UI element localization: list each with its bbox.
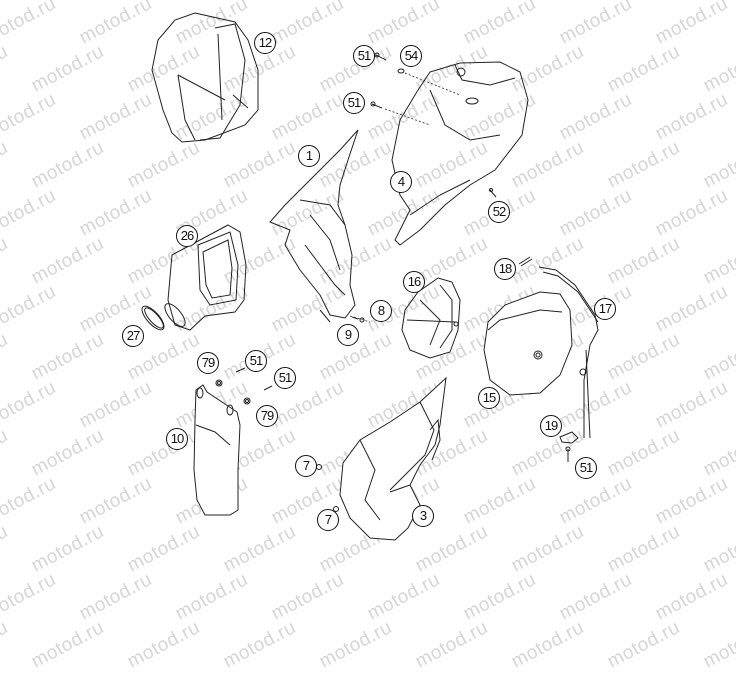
callout-18: 18: [494, 258, 516, 280]
watermark-text: motod.ru: [268, 568, 348, 625]
watermark-text: motod.ru: [220, 616, 300, 673]
callout-51: 51: [245, 350, 267, 372]
callout-4: 4: [390, 171, 412, 193]
callout-26: 26: [176, 225, 198, 247]
watermark-text: motod.ru: [364, 568, 444, 625]
part-17-bracket-icon: [538, 266, 599, 439]
watermark-text: motod.ru: [604, 616, 684, 673]
callout-51: 51: [353, 45, 375, 67]
callout-10: 10: [166, 428, 188, 450]
callout-19: 19: [540, 415, 562, 437]
callout-52: 52: [488, 201, 510, 223]
screw-8-washer-9-icon: [349, 315, 371, 323]
callout-1: 1: [298, 145, 320, 167]
grommets-79-screws-51-icon: [215, 367, 273, 405]
screw-hardware-top-icon: [370, 52, 461, 126]
part-10-mudguard-insert-icon: [193, 384, 241, 516]
part-27-hose-clamp-icon: [141, 305, 165, 331]
watermark-text: motod.ru: [0, 568, 60, 625]
callout-27: 27: [122, 325, 144, 347]
watermark-text: motod.ru: [652, 568, 732, 625]
callout-8: 8: [370, 300, 392, 322]
callout-79: 79: [256, 405, 278, 427]
watermark-text: motod.ru: [508, 616, 588, 673]
part-3-side-cover-icon: [339, 376, 447, 541]
watermark-text: motod.ru: [700, 616, 736, 673]
part-16-filter-cage-icon: [401, 277, 461, 359]
watermark-text: motod.ru: [172, 568, 252, 625]
callout-7: 7: [295, 455, 317, 477]
part-15-air-filter-icon: [483, 291, 573, 396]
watermark-text: motod.ru: [412, 616, 492, 673]
callout-17: 17: [594, 298, 616, 320]
part-19-clip-icon: [559, 431, 579, 462]
nuts-7-icon: [316, 464, 339, 512]
callout-16: 16: [403, 271, 425, 293]
part-12-filter-sock-icon: [151, 12, 259, 143]
part-18-pin-icon: [518, 256, 533, 267]
parts-drawing: [141, 12, 599, 541]
watermark-text: motod.ru: [28, 616, 108, 673]
callout-12: 12: [254, 32, 276, 54]
callout-54: 54: [400, 45, 422, 67]
callout-9: 9: [337, 324, 359, 346]
callout-3: 3: [412, 505, 434, 527]
callout-51: 51: [343, 92, 365, 114]
watermark-text: motod.ru: [76, 568, 156, 625]
callout-79: 79: [197, 352, 219, 374]
part-4-airbox-lid-icon: [391, 61, 529, 246]
part-1-airbox-icon: [269, 129, 359, 323]
callout-51: 51: [274, 367, 296, 389]
callout-15: 15: [478, 387, 500, 409]
watermark-text: motod.ru: [124, 616, 204, 673]
callout-7: 7: [317, 509, 339, 531]
watermark-text: motod.ru: [0, 616, 12, 673]
part-26-intake-boot-icon: [164, 224, 247, 331]
watermark-text: motod.ru: [460, 568, 540, 625]
callout-51: 51: [575, 457, 597, 479]
watermark-text: motod.ru: [316, 616, 396, 673]
watermark-text: motod.ru: [556, 568, 636, 625]
